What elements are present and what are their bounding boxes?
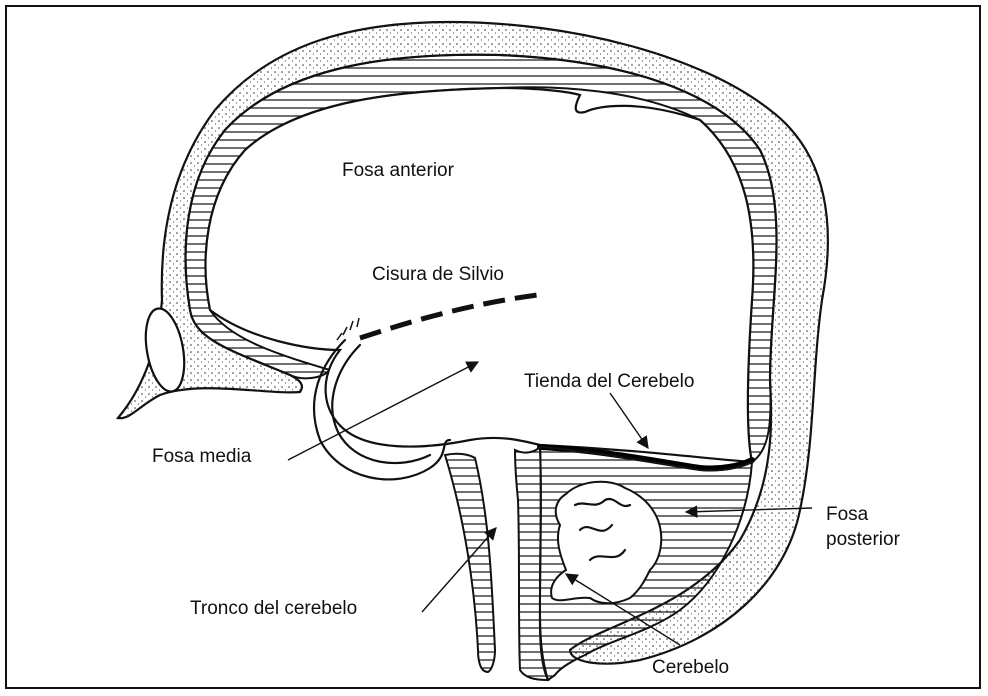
label-tronco-cerebelo: Tronco del cerebelo (190, 598, 357, 619)
label-tienda-cerebelo: Tienda del Cerebelo (524, 371, 694, 392)
label-fosa-posterior-2: posterior (826, 529, 901, 550)
brainstem (445, 454, 495, 672)
label-fosa-media: Fosa media (152, 446, 252, 467)
label-cisura-silvio: Cisura de Silvio (372, 264, 504, 285)
label-cerebelo: Cerebelo (652, 657, 729, 678)
label-fosa-posterior-1: Fosa (826, 504, 869, 525)
label-fosa-anterior: Fosa anterior (342, 160, 455, 181)
